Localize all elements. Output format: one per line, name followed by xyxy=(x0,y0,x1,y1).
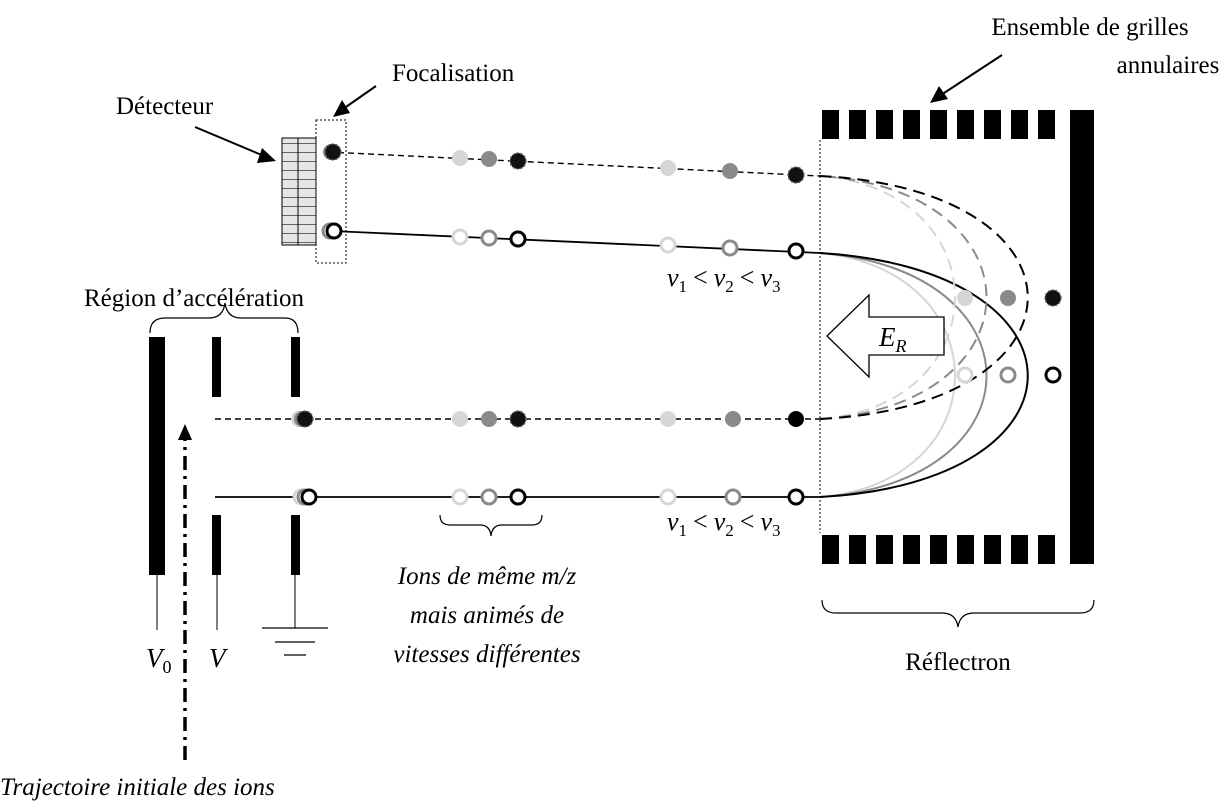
electrode-ground-bottom xyxy=(291,515,300,575)
reflectron-grids-top xyxy=(822,110,1055,139)
voltage-v: V xyxy=(209,643,229,673)
electrode-v-bottom xyxy=(212,515,221,575)
acceleration-brace xyxy=(149,302,299,334)
ions-turning-points xyxy=(956,289,1062,384)
electrode-v-top xyxy=(212,337,221,397)
field-label: ER xyxy=(878,322,907,356)
pointer-arrow-detecteur xyxy=(194,126,276,163)
ground-symbol xyxy=(262,575,328,656)
reflectron-grids-bottom xyxy=(822,535,1055,564)
velocity-order-upper: v1<v2<v3 xyxy=(667,263,780,296)
detector xyxy=(281,137,317,246)
label-detecteur: Détecteur xyxy=(116,93,214,120)
reflection-curves xyxy=(819,175,1029,498)
label-ions-line3: vitesses différentes xyxy=(393,641,580,668)
upper-solid-path xyxy=(331,230,821,254)
label-ensemble-line2: annulaires xyxy=(1117,52,1220,79)
electrode-ground-top xyxy=(291,337,300,397)
label-ions-line1: Ions de même m/z xyxy=(397,563,577,590)
electrode-v0 xyxy=(149,337,165,575)
label-ions-line2: mais animés de xyxy=(410,602,564,629)
ions-upper-solid xyxy=(321,222,805,260)
label-region-acceleration: Région d’accélération xyxy=(84,285,305,312)
voltage-v0: V0 xyxy=(146,643,172,677)
initial-trajectory-arrow xyxy=(178,424,192,760)
field-arrow xyxy=(826,293,945,379)
velocity-order-lower: v1<v2<v3 xyxy=(667,507,780,540)
label-ensemble-line1: Ensemble de grilles xyxy=(991,14,1188,41)
ions-lower-dashed xyxy=(291,410,804,428)
upper-dashed-path xyxy=(327,151,821,177)
ions-brace xyxy=(439,514,543,537)
ions-lower-solid xyxy=(292,488,805,506)
label-trajectoire: Trajectoire initiale des ions xyxy=(0,774,275,801)
reflectron-brace xyxy=(821,599,1095,628)
reflectron-back-electrode xyxy=(1070,110,1094,564)
pointer-arrow-ensemble xyxy=(930,54,1003,103)
focalisation-box xyxy=(315,119,347,264)
label-focalisation: Focalisation xyxy=(392,60,515,87)
label-reflectron: Réflectron xyxy=(905,649,1011,676)
pointer-arrow-focalisation xyxy=(333,85,377,117)
ions-upper-dashed xyxy=(323,143,805,184)
